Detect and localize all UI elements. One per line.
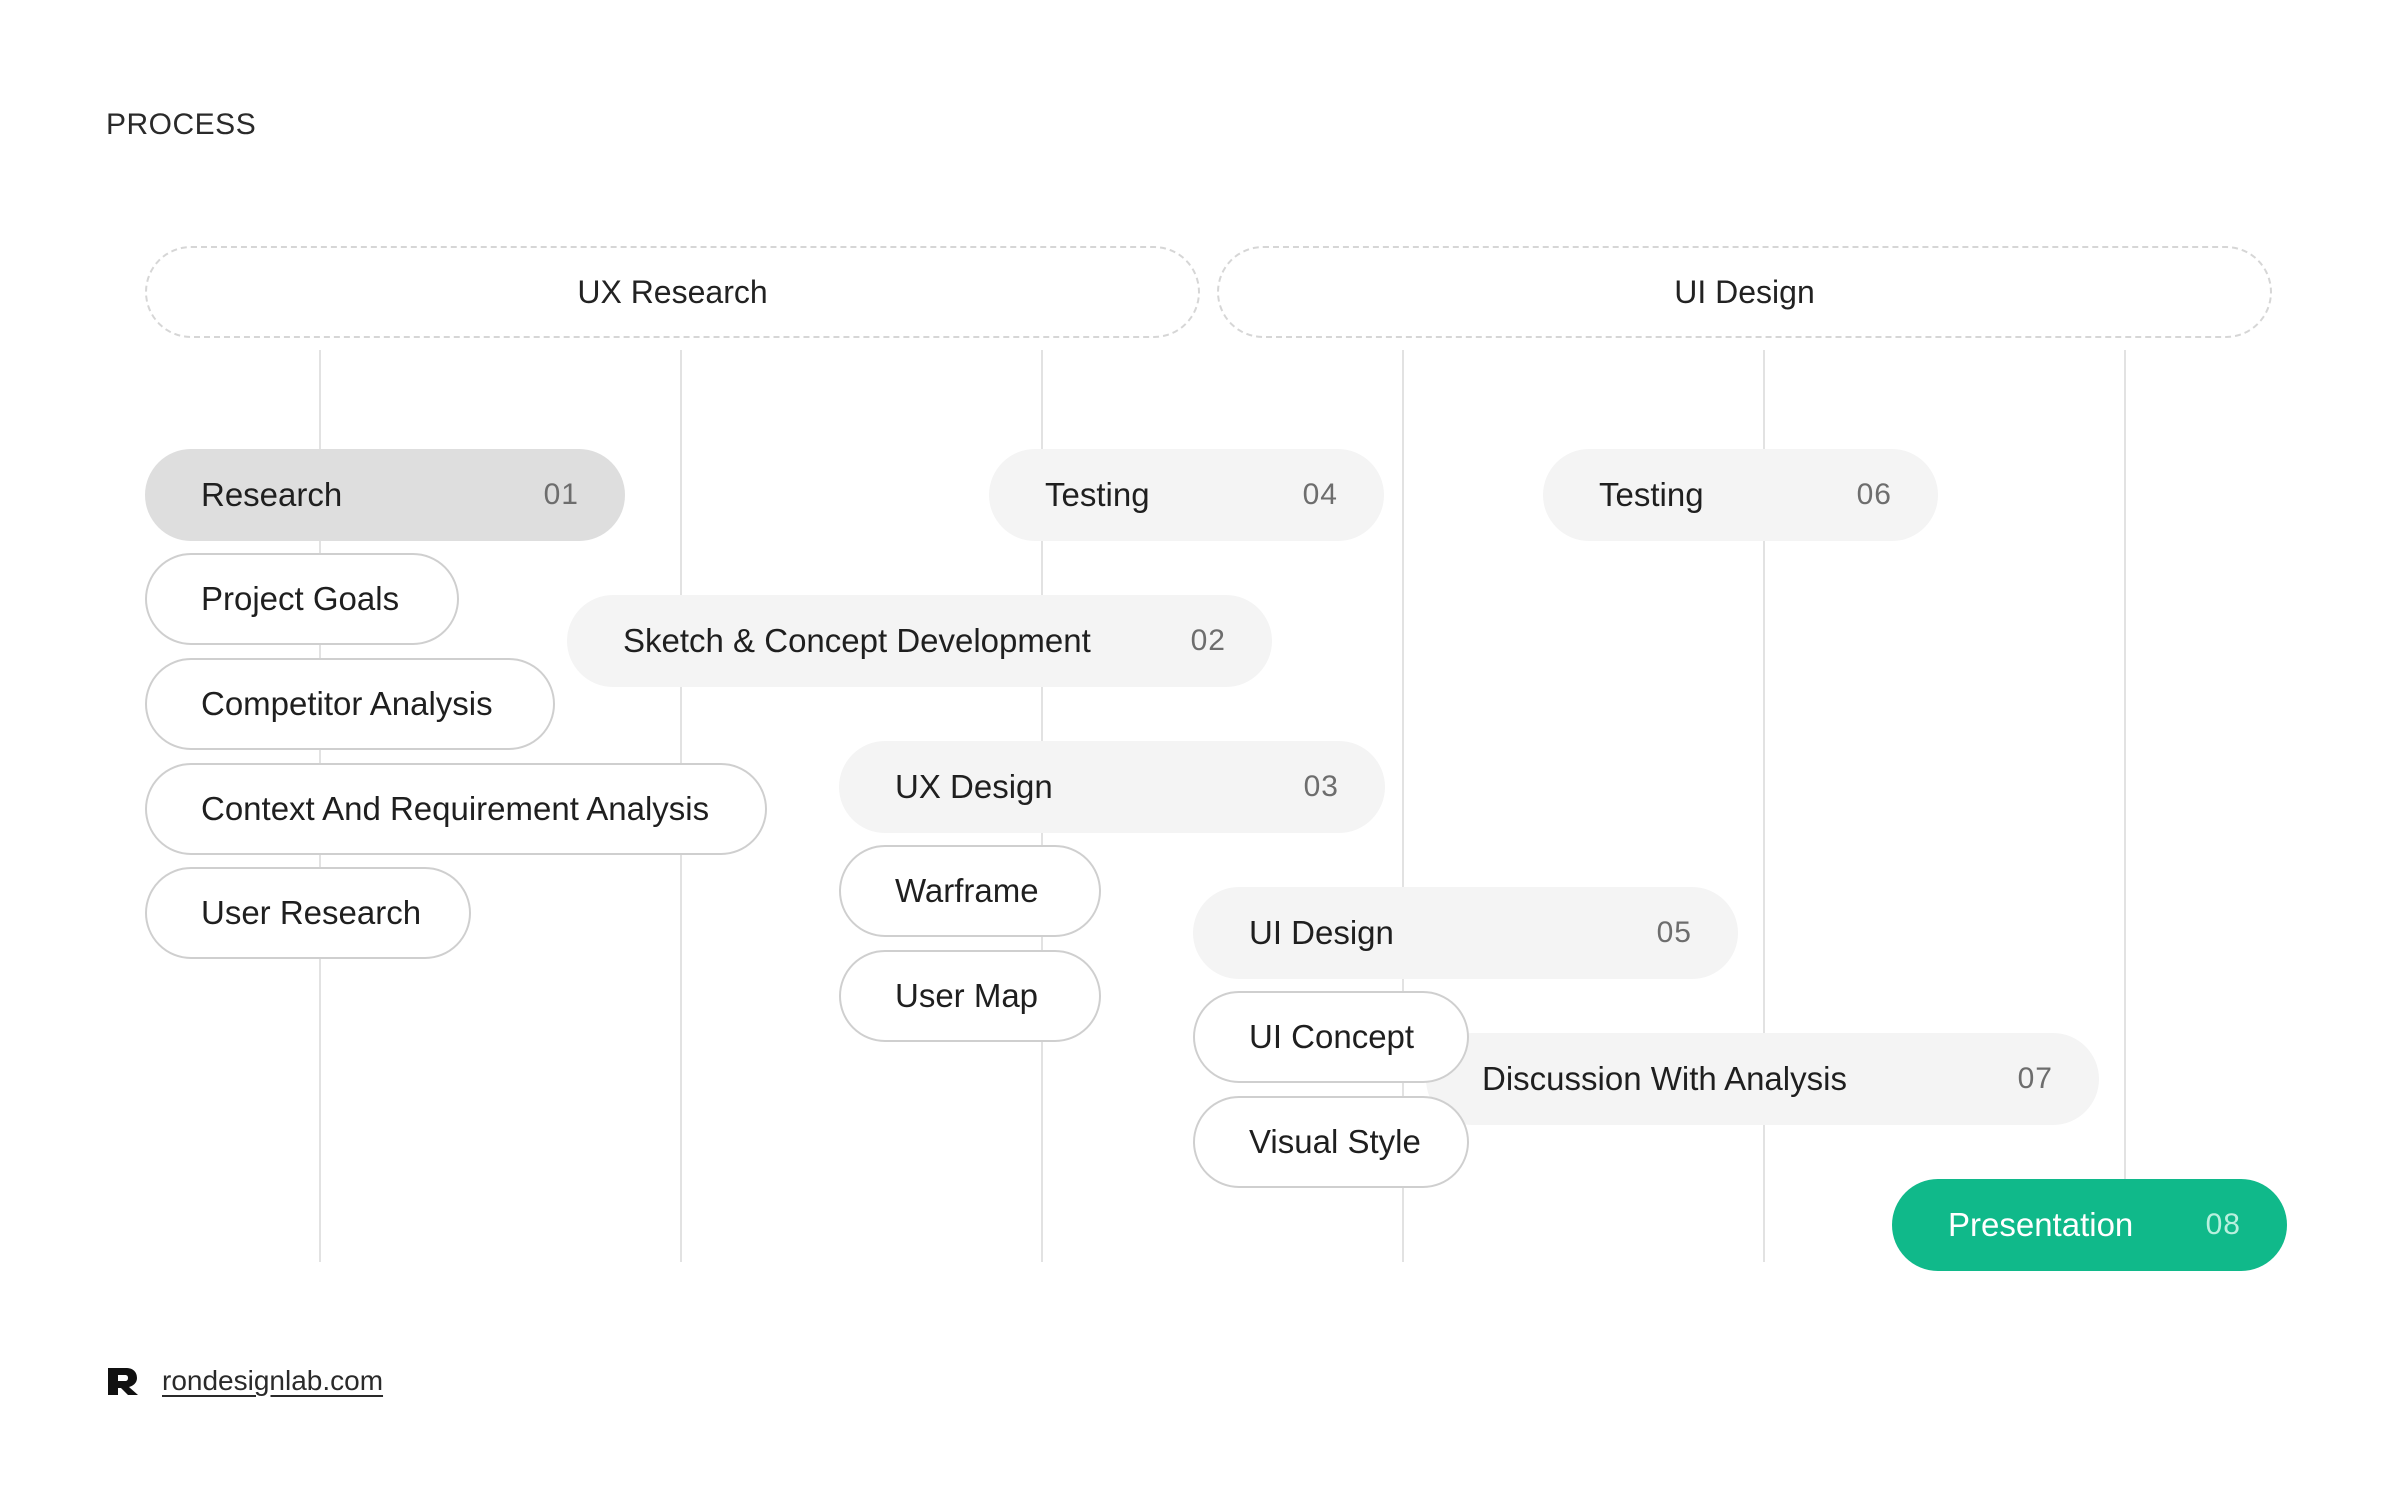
footer: rondesignlab.com xyxy=(106,1364,383,1398)
timeline-guide xyxy=(1763,350,1765,1262)
timeline-guide xyxy=(2124,350,2126,1262)
substep-warframe[interactable]: Warframe xyxy=(839,845,1101,937)
phase-ui-design: UI Design xyxy=(1217,246,2272,338)
step-testing-2[interactable]: Testing 06 xyxy=(1543,449,1938,541)
step-research[interactable]: Research 01 xyxy=(145,449,625,541)
substep-visual-style[interactable]: Visual Style xyxy=(1193,1096,1469,1188)
step-label: Sketch & Concept Development xyxy=(623,622,1091,659)
step-number: 02 xyxy=(1190,624,1226,657)
timeline-guide xyxy=(1402,350,1404,1262)
step-number: 01 xyxy=(543,478,579,511)
substep-project-goals[interactable]: Project Goals xyxy=(145,553,459,645)
step-number: 07 xyxy=(2017,1062,2053,1095)
substep-context-requirement-analysis[interactable]: Context And Requirement Analysis xyxy=(145,763,767,855)
step-testing-1[interactable]: Testing 04 xyxy=(989,449,1384,541)
step-label: UX Design xyxy=(895,768,1053,805)
step-ux-design[interactable]: UX Design 03 xyxy=(839,741,1385,833)
step-sketch-concept[interactable]: Sketch & Concept Development 02 xyxy=(567,595,1272,687)
step-label: Research xyxy=(201,476,343,513)
step-label: Discussion With Analysis xyxy=(1482,1060,1847,1097)
step-label: Testing xyxy=(1045,476,1150,513)
substep-user-research[interactable]: User Research xyxy=(145,867,471,959)
step-number: 03 xyxy=(1303,770,1339,803)
substep-ui-concept[interactable]: UI Concept xyxy=(1193,991,1469,1083)
step-ui-design[interactable]: UI Design 05 xyxy=(1193,887,1738,979)
step-label: UI Design xyxy=(1249,914,1394,951)
step-label: Presentation xyxy=(1948,1206,2134,1243)
substep-user-map[interactable]: User Map xyxy=(839,950,1101,1042)
step-discussion-analysis[interactable]: Discussion With Analysis 07 xyxy=(1426,1033,2099,1125)
step-presentation[interactable]: Presentation 08 xyxy=(1892,1179,2287,1271)
step-number: 08 xyxy=(2205,1208,2241,1241)
step-label: Testing xyxy=(1599,476,1704,513)
step-number: 06 xyxy=(1856,478,1892,511)
step-number: 04 xyxy=(1302,478,1338,511)
website-link[interactable]: rondesignlab.com xyxy=(162,1365,384,1396)
substep-competitor-analysis[interactable]: Competitor Analysis xyxy=(145,658,555,750)
step-number: 05 xyxy=(1656,916,1692,949)
page-title: PROCESS xyxy=(106,108,257,141)
phase-ux-research: UX Research xyxy=(145,246,1200,338)
brand-logo-icon xyxy=(108,1368,138,1395)
